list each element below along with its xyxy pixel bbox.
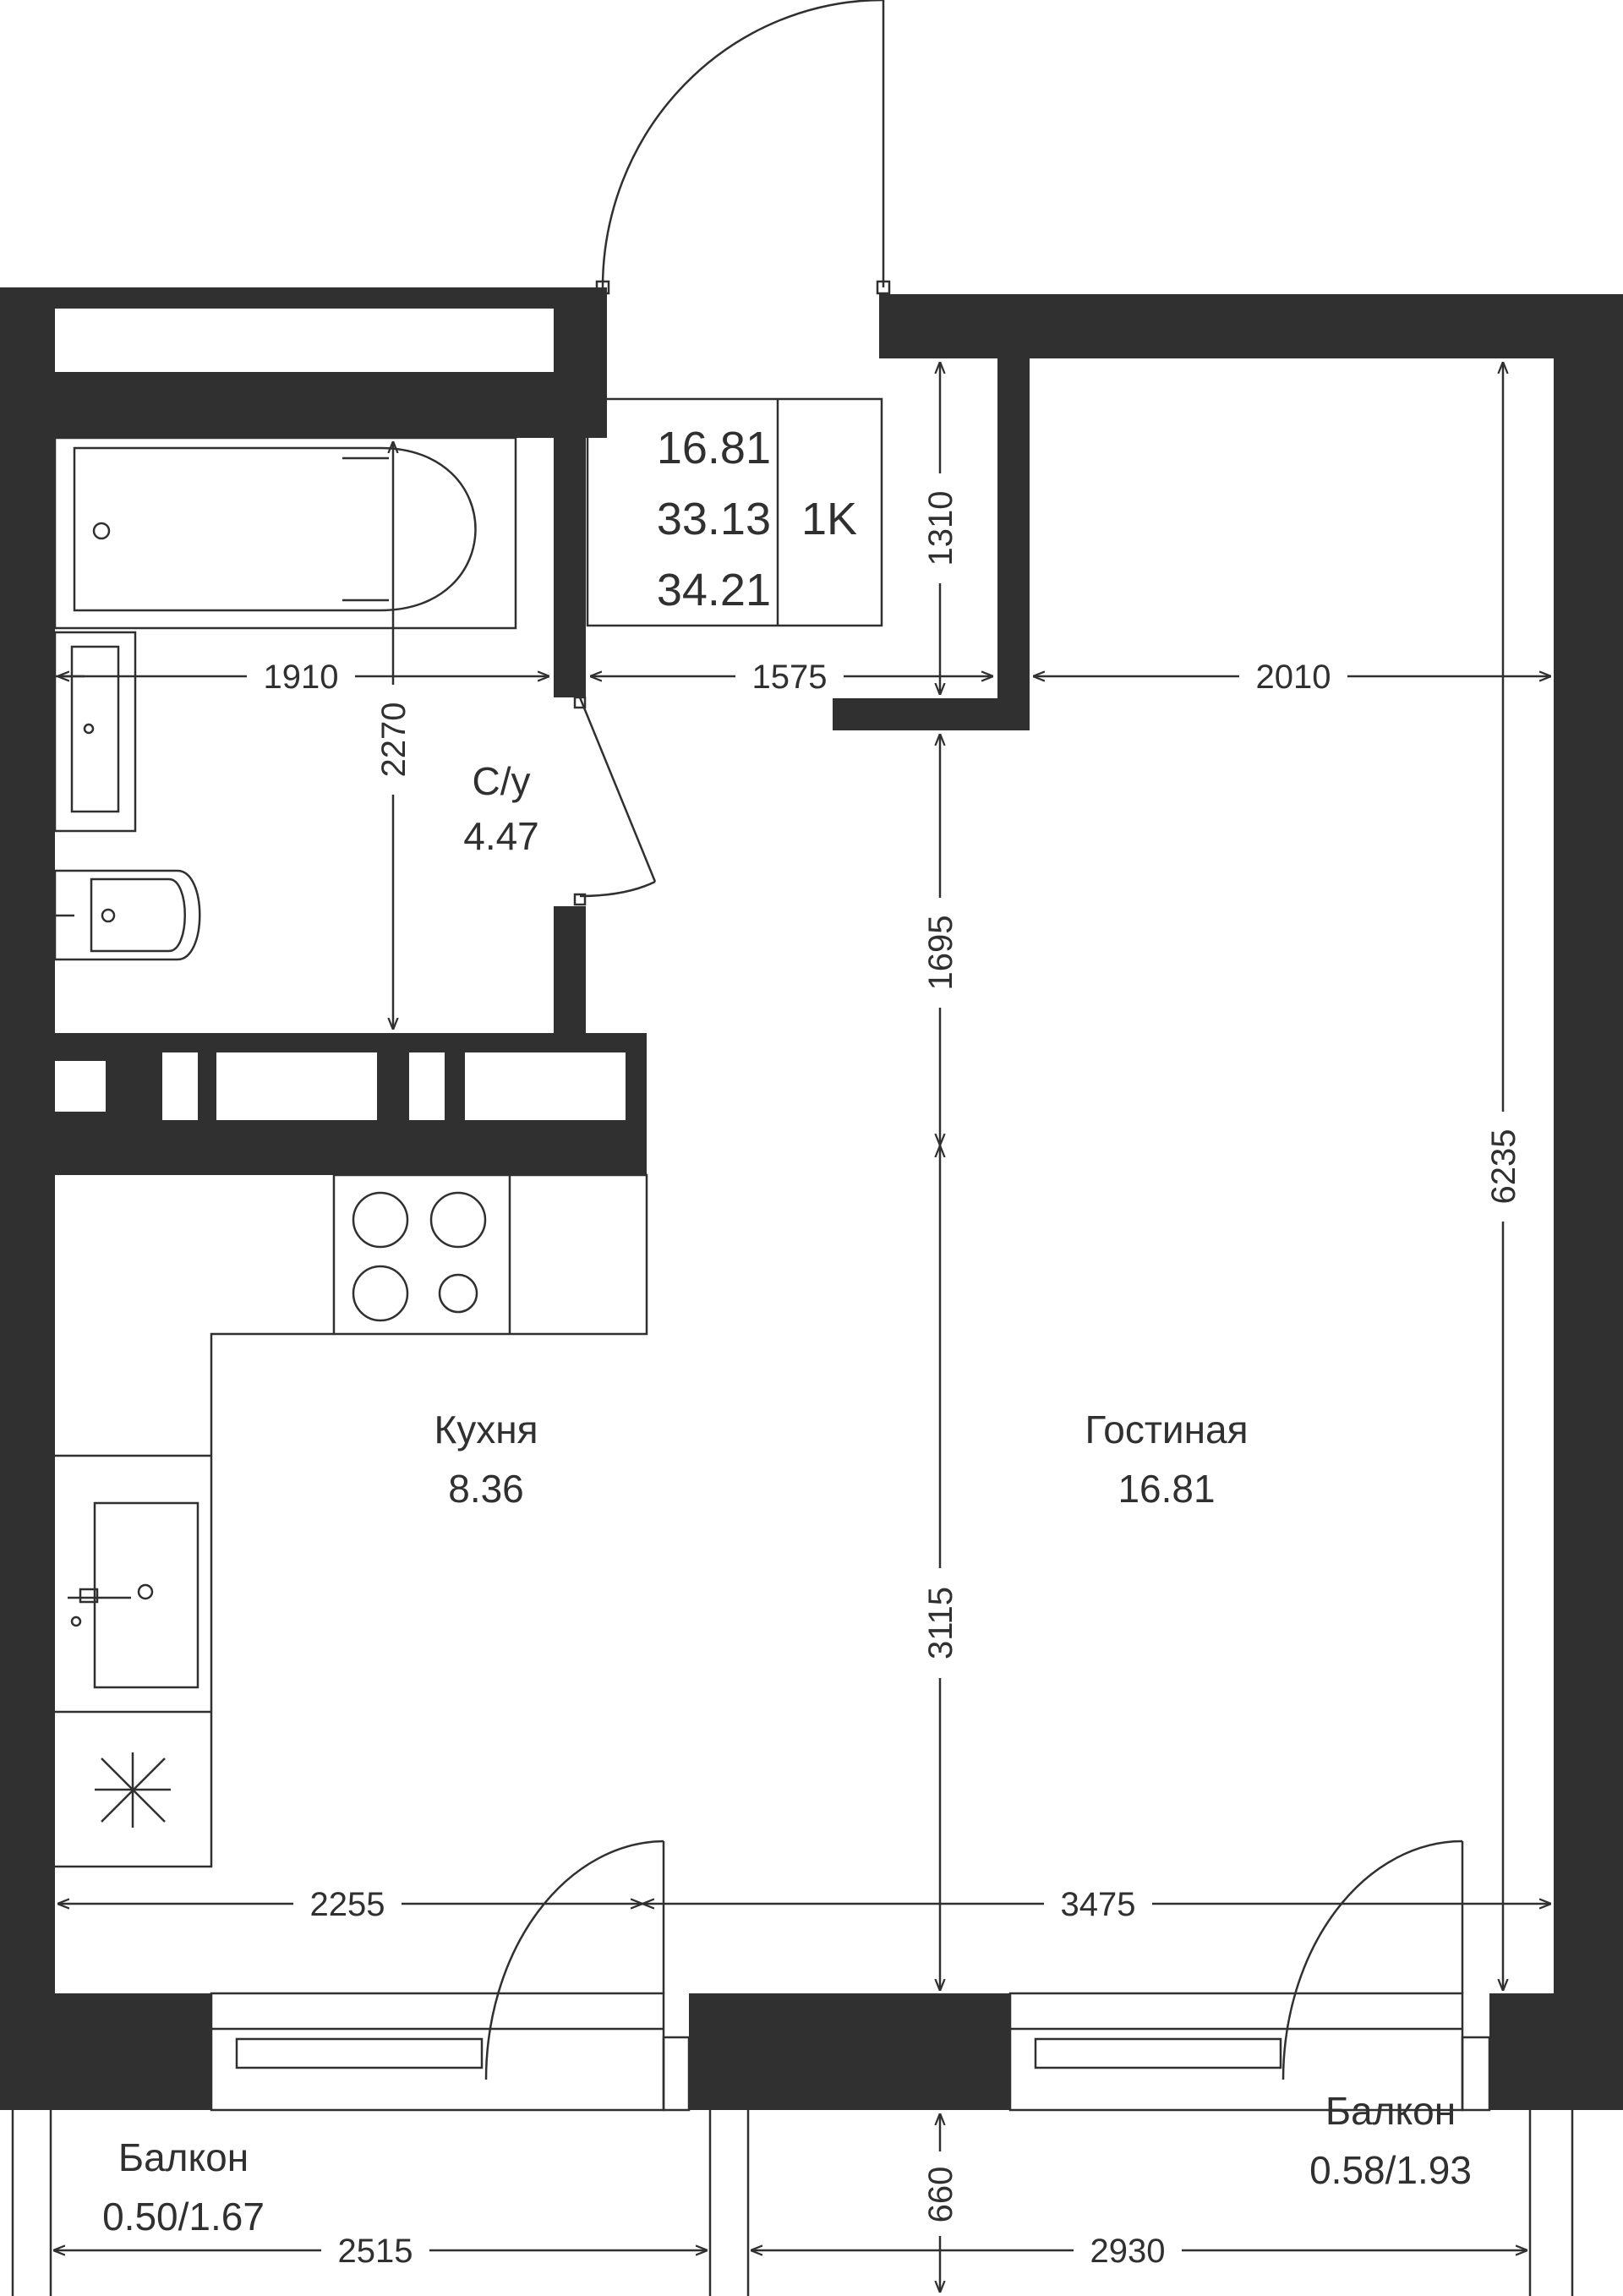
- summary-total-area: 33.13: [657, 494, 771, 544]
- dim-hall-depth: 1695: [922, 916, 959, 991]
- wall-bath-right-lower: [554, 906, 586, 1036]
- dim-balcony-left-width: 2515: [338, 2233, 413, 2270]
- dim-hall-width: 1575: [752, 659, 828, 696]
- fixtures: [53, 436, 648, 1868]
- room-balcony-left-area: 0.50/1.67: [102, 2195, 265, 2239]
- room-balcony-right-area: 0.58/1.93: [1309, 2148, 1472, 2192]
- shaft-void-2: [162, 1052, 198, 1120]
- balcony-outline: [11, 2110, 1574, 2296]
- shaft-void-1: [55, 1061, 106, 1112]
- window-left: [210, 1992, 665, 2112]
- bathroom-door: [573, 696, 657, 906]
- balcony-door-left: [484, 1840, 665, 2080]
- dim-bath-depth: 2270: [375, 702, 413, 778]
- wall-bottom-left: [0, 1993, 211, 2110]
- dim-balcony-depth: 660: [922, 2167, 959, 2223]
- wall-bath-right-upper: [554, 438, 586, 697]
- dim-balcony-right-width: 2930: [1090, 2233, 1166, 2270]
- dim-living-width: 3475: [1061, 1886, 1136, 1923]
- wall-top-right: [879, 294, 1623, 358]
- summary-total-with-balcony: 34.21: [657, 565, 771, 615]
- doors: [484, 0, 1464, 2080]
- dim-living-depth: 3115: [922, 1587, 959, 1659]
- bathtub: [53, 436, 517, 630]
- sink-kitchen: [68, 1501, 199, 1689]
- shaft-void-3: [216, 1052, 377, 1120]
- room-kitchen-name: Кухня: [434, 1408, 538, 1451]
- dim-kitchen-width: 2255: [310, 1886, 385, 1923]
- windows: [210, 1992, 1491, 2112]
- wall-bath-top: [0, 372, 607, 438]
- entrance-door: [595, 0, 891, 295]
- dim-entry-depth: 1310: [922, 491, 959, 566]
- dim-living-top-width: 2010: [1256, 659, 1331, 696]
- wall-hall-partition: [997, 358, 1030, 730]
- sink-bathroom: [53, 631, 137, 833]
- room-balcony-right-name: Балкон: [1325, 2089, 1456, 2133]
- info-box-text: 16.81 33.13 34.21 1K: [657, 423, 857, 615]
- wall-top-left: [0, 287, 607, 309]
- shaft-void-5: [465, 1052, 626, 1120]
- room-balcony-left-name: Балкон: [118, 2135, 249, 2179]
- dim-bath-width: 1910: [264, 659, 339, 696]
- shaft-void-4: [409, 1052, 445, 1120]
- walls: [0, 287, 1623, 2110]
- wall-bottom-middle: [689, 1993, 1010, 2110]
- toilet: [53, 869, 201, 961]
- fridge-snowflake-icon: [95, 1752, 171, 1828]
- wall-hall-stub: [833, 698, 1030, 730]
- room-kitchen-area: 8.36: [448, 1467, 524, 1511]
- wall-right-outer: [1554, 294, 1623, 1993]
- dim-total-depth: 6235: [1485, 1129, 1522, 1205]
- stove: [332, 1173, 648, 1336]
- room-bathroom-area: 4.47: [463, 814, 539, 858]
- wall-bottom-right: [1489, 1993, 1623, 2110]
- room-bathroom-name: С/у: [473, 759, 531, 803]
- room-living-name: Гостиная: [1085, 1408, 1248, 1451]
- room-living-area: 16.81: [1118, 1467, 1215, 1511]
- room-labels: С/у 4.47 Кухня 8.36 Гостиная 16.81 Балко…: [102, 759, 1472, 2239]
- wall-left-outer: [0, 287, 55, 2110]
- info-box: [586, 397, 883, 627]
- dimension-labels: 1910 1575 2010 2270 1310 1695 3115 6235 …: [247, 473, 1524, 2271]
- summary-type-label: 1K: [801, 494, 857, 544]
- wall-top-left-stub: [554, 287, 607, 372]
- kitchen-counter: [55, 1332, 334, 1868]
- balcony-door-right: [1281, 1840, 1464, 2080]
- summary-living-area: 16.81: [657, 423, 771, 473]
